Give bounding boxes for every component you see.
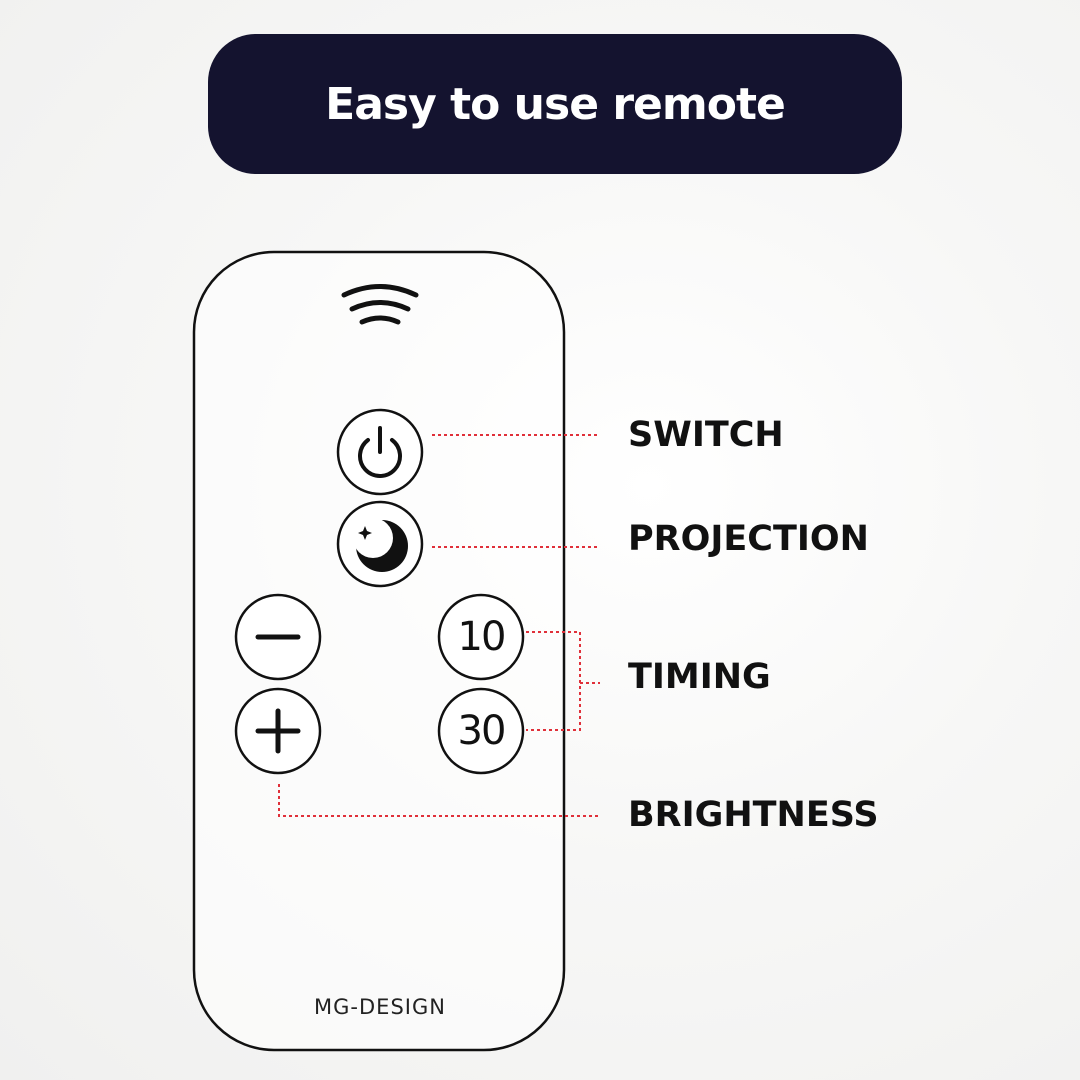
timer-10-button-ring[interactable]	[437, 593, 525, 681]
moon-star-icon	[353, 518, 408, 572]
projection-button[interactable]	[336, 500, 424, 588]
timing-label: TIMING	[628, 657, 771, 697]
switch-label: SWITCH	[628, 415, 784, 455]
brightness-leader-line	[278, 784, 600, 817]
power-button[interactable]	[336, 408, 424, 496]
remote-body	[192, 250, 566, 1052]
title-text: Easy to use remote	[325, 78, 786, 130]
timing-leader-line	[526, 631, 581, 731]
timer-30-button[interactable]: 30	[457, 708, 507, 754]
brightness-plus-button[interactable]	[234, 687, 322, 775]
plus-icon	[255, 708, 301, 754]
title-banner: Easy to use remote	[208, 34, 902, 174]
leader-lines	[278, 434, 600, 817]
timer-10-button[interactable]: 10	[457, 614, 507, 660]
brightness-label: BRIGHTNESS	[628, 795, 879, 835]
brightness-minus-button[interactable]	[234, 593, 322, 681]
power-icon	[358, 426, 402, 478]
brand-label: MG-DESIGN	[314, 995, 446, 1019]
timer-30-button-ring[interactable]	[437, 687, 525, 775]
projection-label: PROJECTION	[628, 519, 869, 559]
signal-waves-icon	[341, 284, 419, 325]
